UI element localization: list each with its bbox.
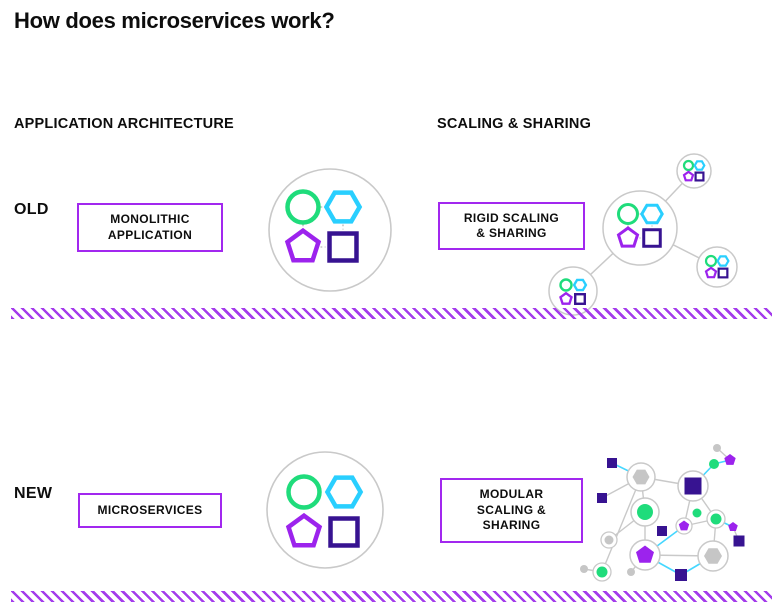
microservices-circle-illustration	[266, 451, 384, 569]
monolithic-application-box: MONOLITHIC APPLICATION	[77, 203, 223, 252]
box-text-line: SCALING &	[476, 502, 547, 517]
modular-scaling-box: MODULAR SCALING & SHARING	[440, 478, 583, 543]
row-label-new: NEW	[14, 485, 53, 502]
row-label-old: OLD	[14, 201, 49, 218]
box-text-line: SHARING	[482, 518, 541, 533]
box-text-line: RIGID SCALING	[463, 210, 560, 225]
page-title: How does microservices work?	[14, 8, 335, 33]
microservices-box: MICROSERVICES	[78, 493, 222, 528]
rigid-scaling-box: RIGID SCALING & SHARING	[438, 202, 585, 250]
modular-scaling-illustration	[580, 444, 745, 582]
box-text-line: & SHARING	[476, 226, 547, 240]
monolith-circle-illustration	[268, 168, 392, 292]
box-text-line: MODULAR	[479, 487, 544, 502]
column-header-scaling: SCALING & SHARING	[437, 116, 592, 132]
box-text-line: MONOLITHIC	[110, 212, 190, 227]
column-header-architecture: APPLICATION ARCHITECTURE	[14, 116, 234, 132]
hatch-divider-top	[11, 308, 772, 319]
hatch-divider-bottom	[11, 591, 772, 602]
box-text-line: MICROSERVICES	[97, 502, 203, 517]
box-text-line: APPLICATION	[107, 227, 193, 242]
